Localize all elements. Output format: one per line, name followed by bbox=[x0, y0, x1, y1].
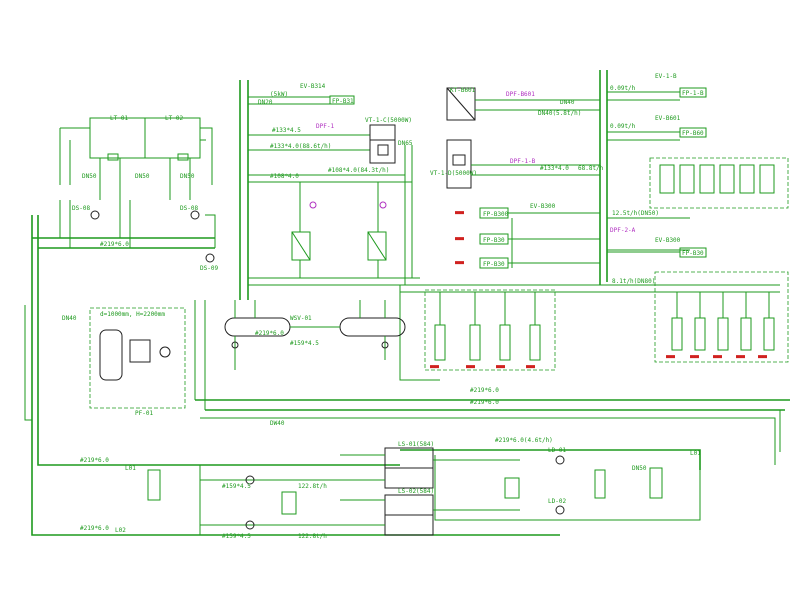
middle-section: WSV-01 #159*4.5 #219*6.0 d=1000mm, H=220… bbox=[62, 241, 556, 427]
svg-text:■■■: ■■■ bbox=[455, 210, 464, 216]
wsv-label: WSV-01 bbox=[290, 315, 312, 322]
l01-right-label: L01 bbox=[690, 450, 701, 457]
tower-dn-label-3: DN50 bbox=[180, 173, 195, 180]
flow-label-1: #133*4.0(88.6t/h) bbox=[270, 143, 331, 150]
flow-c-label: 8.1t/h(DN80) bbox=[612, 278, 655, 285]
top-center-equipment: EV-B314 (5kW) DN20 FP-B31 #133*4.5 DPF-1… bbox=[248, 83, 413, 278]
pump-pipe-label-2: #159*4.5 bbox=[222, 533, 251, 540]
tank-spec-label: d=1000mm, H=2200mm bbox=[100, 311, 165, 318]
svg-text:■■■: ■■■ bbox=[713, 354, 722, 360]
fan-coil-bank-top bbox=[659, 164, 775, 194]
fp-drop-row: ■■■ ■■■ ■■■ ■■■ bbox=[424, 289, 556, 371]
dn50-bottom-label: DN50 bbox=[632, 465, 647, 472]
tower-2-label: LT-02 bbox=[165, 115, 183, 122]
svg-text:■■■: ■■■ bbox=[690, 354, 699, 360]
tower-dn-label-2: DN50 bbox=[135, 173, 150, 180]
svg-text:■■■: ■■■ bbox=[736, 354, 745, 360]
l02-label: L02 bbox=[115, 527, 126, 534]
fp-c-label: FP-B30 bbox=[483, 261, 505, 268]
svg-text:■■■: ■■■ bbox=[666, 354, 675, 360]
mid-pipe-label-b: #219*6.0 bbox=[470, 399, 499, 406]
ev-label: EV-B314 bbox=[300, 83, 326, 90]
dpf2-label: DPF-1-B bbox=[510, 158, 536, 165]
pipe-label-2: #108*4.0 bbox=[270, 173, 299, 180]
dn40-label-tr: DN40 bbox=[560, 99, 575, 106]
dpf3-label: DPF-2-A bbox=[610, 227, 636, 234]
chiller-1-label: LS-01(584) bbox=[398, 441, 434, 448]
flow-b-label: 0.09t/h bbox=[610, 123, 636, 130]
pump-label-right: DS-08 bbox=[180, 205, 198, 212]
svg-text:■■■: ■■■ bbox=[455, 260, 464, 266]
svg-text:■■■: ■■■ bbox=[430, 364, 439, 370]
far-right-equipment: EV-1-B FP-1-B 0.09t/h EV-B601 FP-B60 0.0… bbox=[607, 73, 789, 363]
main-pipes bbox=[24, 70, 790, 536]
l01-label: L01 bbox=[125, 465, 136, 472]
cooling-towers: LT-01 LT-02 DN50 DN50 DN50 bbox=[59, 115, 213, 200]
tower-1-label: LT-01 bbox=[110, 115, 128, 122]
top-right-equipment: KT-B601 DPF-B601 DN40 DN40(5.8t/h) VT-1-… bbox=[430, 87, 690, 269]
ev3-label: EV-B300 bbox=[655, 237, 681, 244]
dn40-mid-label: DN40 bbox=[62, 315, 77, 322]
fp2-label: FP-B60 bbox=[682, 130, 704, 137]
fan-coil-bank-bottom: ■■■ ■■■ ■■■ ■■■ ■■■ bbox=[666, 292, 775, 360]
tower-dn-label: DN50 bbox=[82, 173, 97, 180]
ev2-label: EV-B601 bbox=[655, 115, 681, 122]
pump-label-bottom: DS-09 bbox=[200, 265, 218, 272]
header-pipe-label: #159*4.5 bbox=[290, 340, 319, 347]
svg-text:■■■: ■■■ bbox=[758, 354, 767, 360]
main-flow-label: 12.5t/h(DN50) bbox=[612, 210, 659, 217]
ev-tr-label: EV-B300 bbox=[530, 203, 556, 210]
pump-pipe-label-1: #159*4.5 bbox=[222, 483, 251, 490]
fp-b-label: FP-B30 bbox=[483, 237, 505, 244]
flow-label-tr: DN40(5.8t/h) bbox=[538, 110, 581, 117]
svg-text:■■■: ■■■ bbox=[466, 364, 475, 370]
pipe-label-tr: #133*4.0 bbox=[540, 165, 569, 172]
fp-label: FP-B31 bbox=[332, 98, 354, 105]
dpf-label: DPF-1 bbox=[316, 123, 334, 130]
bottom-pipe-1: #219*6.0 bbox=[80, 457, 109, 464]
flow-a-label: 0.09t/h bbox=[610, 85, 636, 92]
vt2-label: VT-1-D(5000W) bbox=[430, 170, 477, 177]
ld2-label: LD-02 bbox=[548, 498, 566, 505]
chiller-2-label: LS-02(584) bbox=[398, 488, 434, 495]
dw-label: DW40 bbox=[270, 420, 285, 427]
aux-pipe-label: #219*6.0 bbox=[255, 330, 284, 337]
fp3-label: FP-B30 bbox=[682, 250, 704, 257]
aux-main-label: #219*6.0 bbox=[100, 241, 129, 248]
ld1-label: LD-01 bbox=[548, 447, 566, 454]
pump-label-left: DS-08 bbox=[72, 205, 90, 212]
tank-tag: PF-01 bbox=[135, 410, 153, 417]
bottom-flow-label: #219*6.0(4.6t/h) bbox=[495, 437, 553, 444]
mid-pipe-label-a: #219*6.0 bbox=[470, 387, 499, 394]
fp1-label: FP-1-B bbox=[682, 90, 704, 97]
ev1-label: EV-1-B bbox=[655, 73, 677, 80]
bottom-section: #219*6.0 L01 #219*6.0 L02 #159*4.5 #159*… bbox=[80, 437, 701, 540]
ev-size: (5kW) bbox=[270, 91, 288, 98]
pump-flow-label-1: 122.8t/h bbox=[298, 483, 327, 490]
vt-label: VT-1-C(5000W) bbox=[365, 117, 412, 124]
dn20-label: DN20 bbox=[258, 99, 273, 106]
dn65-label: DN65 bbox=[398, 140, 413, 147]
dpf-label-tr: DPF-B601 bbox=[506, 91, 535, 98]
svg-text:■■■: ■■■ bbox=[526, 364, 535, 370]
svg-text:■■■: ■■■ bbox=[496, 364, 505, 370]
pipe-label-3: #108*4.0(84.3t/h) bbox=[328, 167, 389, 174]
flow2-label-tr: 68.8t/h bbox=[578, 165, 604, 172]
kt-label: KT-B601 bbox=[450, 87, 476, 94]
pump-flow-label-2: 122.8t/h bbox=[298, 533, 327, 540]
fp-a-label: FP-B300 bbox=[483, 211, 509, 218]
pumps-top-left: DS-08 DS-08 DS-09 bbox=[59, 200, 218, 272]
svg-text:■■■: ■■■ bbox=[455, 236, 464, 242]
pipe-label-1: #133*4.5 bbox=[272, 127, 301, 134]
bottom-pipe-2: #219*6.0 bbox=[80, 525, 109, 532]
